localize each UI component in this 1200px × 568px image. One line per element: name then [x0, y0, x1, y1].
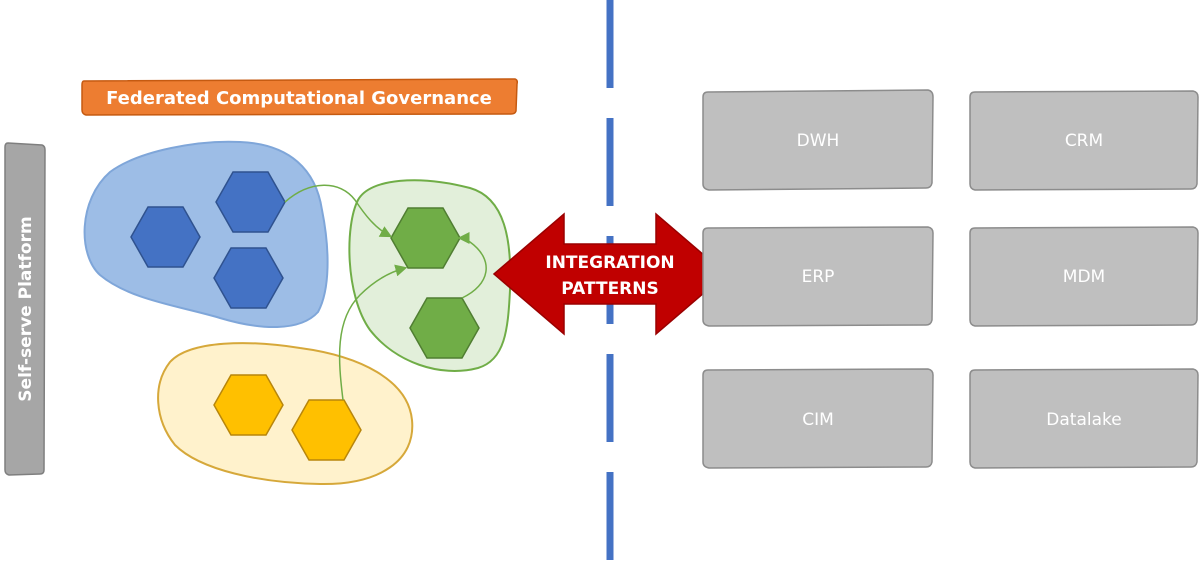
hexagon-blue-1 [130, 206, 201, 268]
domain-blue [83, 140, 329, 329]
integration-label-line2: PATTERNS [561, 279, 659, 299]
system-label: CIM [802, 410, 834, 430]
governance-banner: Federated Computational Governance [81, 78, 518, 116]
domain-blue-area [83, 140, 329, 329]
connector-yellow-to-green [338, 264, 408, 401]
platform-bar: Self-serve Platform [4, 142, 46, 476]
domain-yellow-area [157, 342, 414, 486]
connector-green-internal [457, 232, 487, 299]
connections [284, 184, 487, 401]
system-box-datalake: Datalake [969, 368, 1199, 469]
connector-blue-to-green [284, 184, 393, 238]
hexagon-blue-3 [213, 247, 284, 309]
system-box-erp: ERP [702, 226, 934, 327]
system-box-cim: CIM [702, 368, 934, 469]
hexagon-yellow-2 [291, 399, 362, 461]
system-label: ERP [802, 267, 835, 287]
system-label: MDM [1063, 267, 1105, 287]
domain-green [348, 179, 512, 372]
system-label: DWH [797, 131, 840, 151]
system-box-mdm: MDM [969, 226, 1199, 327]
integration-label-line1: INTEGRATION [545, 253, 674, 273]
system-box-dwh: DWH [702, 89, 934, 191]
system-boxes: DWH CRM ERP MDM CIM Datalake [702, 89, 1199, 469]
system-label: Datalake [1046, 410, 1121, 430]
domain-yellow [157, 342, 414, 486]
hexagon-green-2 [409, 297, 480, 359]
platform-label: Self-serve Platform [16, 216, 36, 401]
system-box-crm: CRM [969, 90, 1199, 191]
system-label: CRM [1065, 131, 1103, 151]
governance-label: Federated Computational Governance [106, 88, 492, 109]
hexagon-yellow-1 [213, 374, 284, 436]
integration-arrow: INTEGRATION PATTERNS [492, 212, 728, 336]
